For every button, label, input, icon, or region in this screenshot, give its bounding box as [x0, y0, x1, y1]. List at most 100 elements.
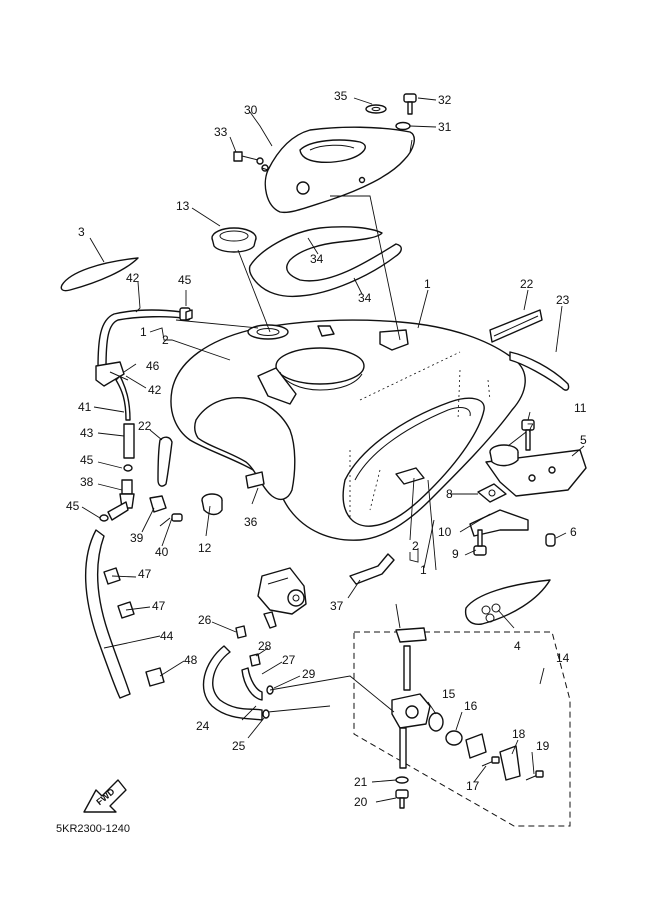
- nut-plate-part-8: [477, 483, 507, 503]
- filler-cap-part-13: [211, 227, 257, 253]
- callout-44: 44: [160, 629, 174, 643]
- washer-part-21: [395, 776, 409, 784]
- callout-29: 29: [302, 667, 316, 681]
- callout-46: 46: [146, 359, 160, 373]
- callout-47-top: 47: [138, 567, 152, 581]
- grommet-part-12: [201, 493, 223, 516]
- leader-lines: [81, 97, 585, 803]
- clip-part-39: [149, 495, 167, 513]
- callout-34-low: 34: [358, 291, 372, 305]
- joint-part-38: [107, 479, 135, 521]
- callout-28: 28: [258, 639, 272, 653]
- rubber-pad-part-22-right: [489, 309, 543, 343]
- callout-26: 26: [198, 613, 212, 627]
- callout-3: 3: [78, 225, 85, 239]
- callout-39: 39: [130, 531, 144, 545]
- clip-part-25: [262, 709, 270, 719]
- callout-42-top: 42: [126, 271, 140, 285]
- callout-20: 20: [354, 795, 368, 809]
- callout-34-top: 34: [310, 252, 324, 266]
- callout-40: 40: [155, 545, 169, 559]
- screw-part-33: [233, 151, 264, 165]
- callout-37: 37: [330, 599, 344, 613]
- callout-22-right: 22: [520, 277, 534, 291]
- washer-part-35: [365, 104, 387, 114]
- valve-part-46: [95, 361, 129, 387]
- clip-part-28: [249, 653, 261, 667]
- damper-part-23: [509, 351, 570, 391]
- clip-part-45-low: [99, 514, 109, 522]
- tank-cover-part-30: [261, 126, 415, 214]
- o-ring-part-15: [428, 712, 444, 732]
- callout-2-right: 2: [412, 539, 419, 553]
- diagram-reference-code: 5KR2300-1240: [56, 823, 131, 835]
- callout-23: 23: [556, 293, 570, 307]
- callout-11: 11: [574, 401, 587, 415]
- bolt-part-20: [395, 789, 409, 809]
- callout-9: 9: [452, 547, 459, 561]
- callout-31: 31: [438, 120, 452, 134]
- drain-hose-part-44: [84, 529, 131, 699]
- callout-24: 24: [196, 719, 210, 733]
- bolt-part-32: [403, 93, 417, 115]
- callout-48: 48: [184, 653, 198, 667]
- screw-part-17: [481, 756, 500, 767]
- callout-4: 4: [514, 639, 521, 653]
- clip-part-26: [235, 625, 247, 639]
- callout-17: 17: [466, 779, 480, 793]
- callout-12: 12: [198, 541, 212, 555]
- fuel-tank-part-1: [170, 319, 526, 541]
- callout-14: 14: [556, 651, 570, 665]
- callout-21: 21: [354, 775, 368, 789]
- callout-45-top: 45: [178, 273, 192, 287]
- callout-1-right: 1: [420, 563, 427, 577]
- stay-part-37: [349, 553, 395, 585]
- bolt-part-9: [473, 529, 487, 556]
- callout-27: 27: [282, 653, 296, 667]
- callout-30: 30: [244, 103, 258, 117]
- callout-32: 32: [438, 93, 452, 107]
- stay-part-10: [469, 509, 529, 537]
- callout-45-low: 45: [66, 499, 80, 513]
- hose-part-27: [241, 667, 263, 701]
- callout-7: 7: [527, 421, 534, 435]
- hose-part-41: [115, 375, 131, 421]
- callout-16: 16: [464, 699, 478, 713]
- callout-41: 41: [78, 400, 92, 414]
- callout-18: 18: [512, 727, 526, 741]
- fwd-arrow-icon: FWD: [83, 779, 127, 813]
- callout-38: 38: [80, 475, 94, 489]
- callout-labels: 3 42 45 1 2 46 42 41 43 22 45 38 45 39 4…: [66, 89, 587, 809]
- pipe-part-43: [123, 423, 135, 459]
- callout-15: 15: [442, 687, 456, 701]
- side-pad-part-3: [60, 257, 139, 292]
- callout-35: 35: [334, 89, 348, 103]
- cap-part-6: [545, 533, 556, 547]
- tank-seal-part-34: [248, 226, 402, 298]
- rubber-part-36: [245, 471, 265, 489]
- callout-1-top: 1: [424, 277, 431, 291]
- callout-2-left: 2: [162, 333, 169, 347]
- emblem-part-4: [464, 579, 551, 625]
- callout-47-low: 47: [152, 599, 166, 613]
- callout-36: 36: [244, 515, 258, 529]
- grommet-part-31: [395, 121, 411, 131]
- callout-6: 6: [570, 525, 577, 539]
- callout-19: 19: [536, 739, 550, 753]
- callout-1-left: 1: [140, 325, 147, 339]
- knob-part-16: [445, 730, 463, 746]
- callout-43: 43: [80, 426, 94, 440]
- callout-33: 33: [214, 125, 228, 139]
- callout-42-mid: 42: [148, 383, 162, 397]
- callout-45-mid: 45: [80, 453, 94, 467]
- clip-part-45-top: [185, 309, 193, 321]
- callout-5: 5: [580, 433, 587, 447]
- rubber-pad-part-22-left: [157, 436, 173, 487]
- damper-part-7: [489, 444, 519, 467]
- bolt-part-40: [159, 513, 183, 527]
- screw-part-19: [525, 770, 544, 781]
- clip-part-45-mid: [123, 464, 133, 472]
- callout-8: 8: [446, 487, 453, 501]
- plate-part-18: [465, 733, 521, 781]
